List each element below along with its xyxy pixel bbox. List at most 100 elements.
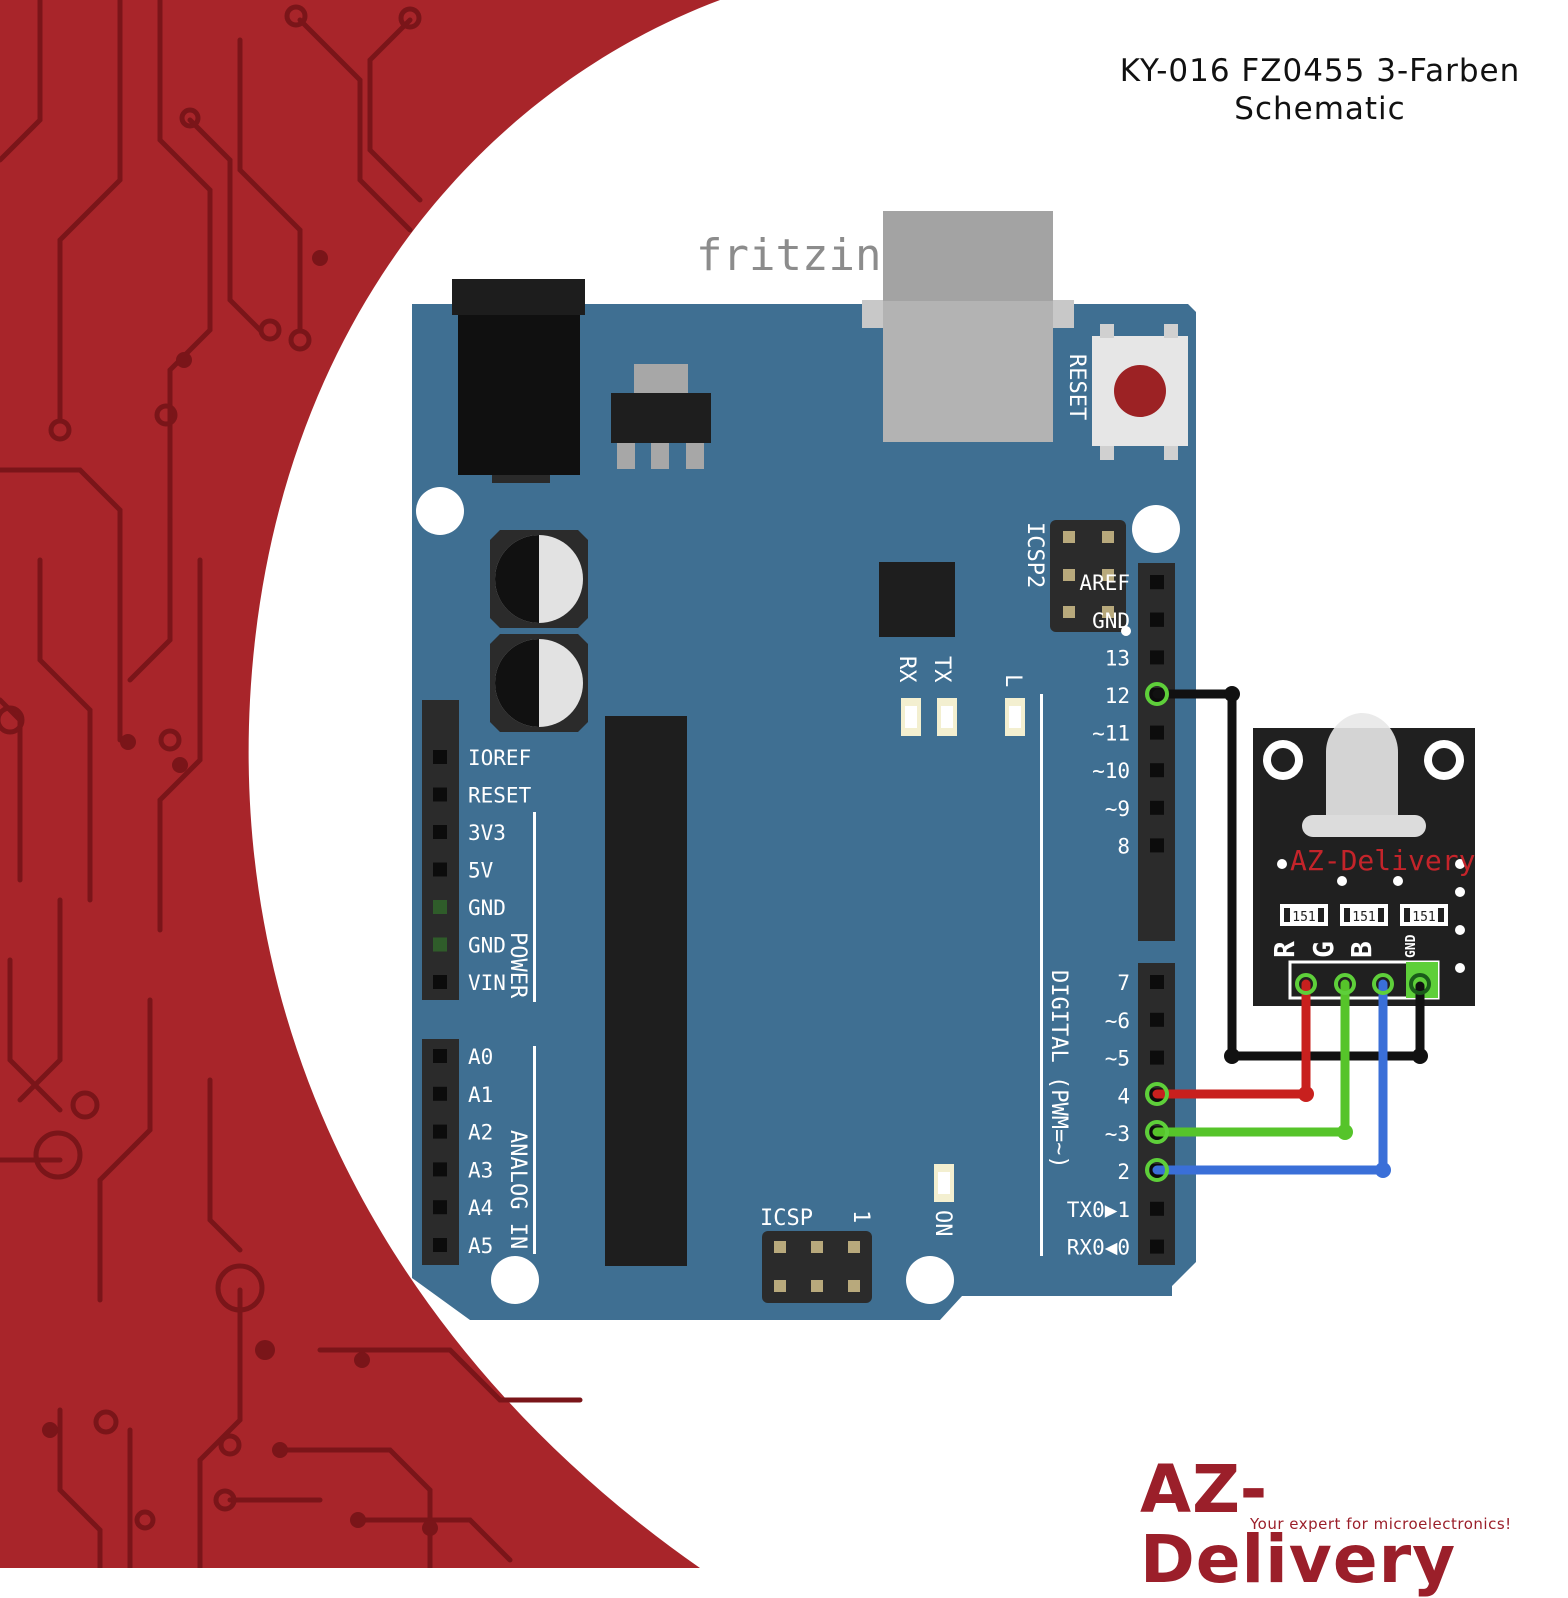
module-brand: AZ-Delivery xyxy=(1290,844,1475,877)
capacitor-2 xyxy=(490,634,588,732)
digital-pin-label: GND xyxy=(1092,609,1130,633)
digital-pin-label: RX0◀0 xyxy=(1067,1236,1130,1260)
analog-pin-socket xyxy=(433,1124,447,1139)
power-pin-label: GND xyxy=(468,896,506,920)
power-pin-socket xyxy=(433,750,447,764)
reset-label: RESET xyxy=(1064,354,1089,420)
analog-pin-label: A4 xyxy=(468,1196,493,1220)
digital-header-bottom xyxy=(1138,963,1175,1265)
l-led-label: L xyxy=(1000,674,1025,687)
digital-pin-socket xyxy=(1150,575,1164,589)
digital-pin-label: 4 xyxy=(1117,1084,1130,1108)
reset-button[interactable] xyxy=(1092,324,1188,460)
resistor-label: 151 xyxy=(1292,910,1315,925)
power-pin-socket xyxy=(433,900,447,914)
analog-pin-label: A3 xyxy=(468,1158,493,1182)
arduino-board: RESET ICSP2 RX TX L xyxy=(412,211,1196,1320)
analog-group-bar xyxy=(533,1046,536,1254)
digital-pin-socket xyxy=(1150,975,1164,989)
title-line-2: Schematic xyxy=(1234,91,1406,127)
on-led-label: ON xyxy=(930,1210,955,1237)
power-pin-socket xyxy=(433,825,447,839)
status-leds xyxy=(901,698,1025,1202)
digital-pin-label: 7 xyxy=(1117,971,1130,995)
mounting-hole xyxy=(491,1256,539,1304)
page-title: KY-016 FZ0455 3-Farben Schematic xyxy=(1090,52,1550,128)
power-group-bar xyxy=(533,812,536,1002)
usb-chip xyxy=(879,562,955,637)
tx-led-label: TX xyxy=(929,656,954,683)
circuit-pads xyxy=(0,4,422,1531)
digital-group-label: DIGITAL (PWM=~) xyxy=(1046,970,1071,1169)
power-pin-socket xyxy=(433,975,447,989)
analog-pin-socket xyxy=(433,1086,447,1101)
icsp-pin1-label: 1 xyxy=(848,1210,873,1223)
digital-pin-label: ~10 xyxy=(1092,759,1130,783)
analog-pin-label: A1 xyxy=(468,1083,493,1107)
module-pin-label: G xyxy=(1307,941,1340,958)
analog-pin-socket xyxy=(433,1049,447,1063)
analog-pin-socket xyxy=(433,1162,447,1177)
resistor-label: 151 xyxy=(1412,910,1435,925)
digital-pin-label: AREF xyxy=(1079,571,1130,595)
module-pin-label: B xyxy=(1345,941,1378,958)
red-background xyxy=(0,0,720,1568)
analog-header xyxy=(422,1039,459,1265)
digital-pin-socket xyxy=(1150,1012,1164,1027)
digital-pin-socket xyxy=(1150,1201,1164,1216)
digital-pin-socket xyxy=(1150,612,1164,627)
analog-pin-label: A5 xyxy=(468,1234,493,1258)
digital-pin-label: 13 xyxy=(1105,646,1130,670)
power-pin-label: GND xyxy=(468,934,506,958)
digital-pin-socket xyxy=(1150,650,1164,665)
digital-pin-socket xyxy=(1150,725,1164,740)
icsp2-label: ICSP2 xyxy=(1022,522,1047,588)
icsp-label: ICSP xyxy=(760,1206,813,1231)
digital-group-bar xyxy=(1040,694,1043,1256)
power-pin-label: 5V xyxy=(468,859,494,883)
dc-power-jack xyxy=(452,279,585,483)
power-pin-socket xyxy=(433,787,447,802)
icsp2-header xyxy=(1050,520,1131,636)
power-pin-label: IOREF xyxy=(468,746,531,770)
atmega-chip xyxy=(605,716,687,1266)
digital-pin-socket xyxy=(1150,800,1164,815)
digital-pin-label: 8 xyxy=(1117,834,1130,858)
capacitor-1 xyxy=(490,530,588,628)
digital-pin-label: 12 xyxy=(1105,684,1130,708)
digital-pin-label: ~6 xyxy=(1105,1009,1130,1033)
circuit-traces xyxy=(0,0,583,1568)
analog-pin-label: A2 xyxy=(468,1121,493,1145)
title-line-1: KY-016 FZ0455 3-Farben xyxy=(1119,53,1521,89)
module-pin-label: R xyxy=(1268,941,1301,958)
analog-pin-socket xyxy=(433,1238,447,1252)
power-group-label: POWER xyxy=(505,932,530,999)
mounting-hole xyxy=(416,487,464,535)
brand-tagline: Your expert for microelectronics! xyxy=(1250,1515,1512,1533)
rgb-led-module xyxy=(1253,713,1475,1006)
icsp-header xyxy=(762,1231,872,1303)
power-header xyxy=(422,700,459,1000)
power-pin-socket xyxy=(433,862,447,877)
analog-pin-label: A0 xyxy=(468,1045,493,1069)
module-resistor-labels: 151 151 151 xyxy=(1292,910,1435,925)
digital-pin-label: ~5 xyxy=(1105,1047,1130,1071)
power-pin-socket xyxy=(433,937,447,952)
power-pin-label: 3V3 xyxy=(468,821,506,845)
digital-pin-socket xyxy=(1150,838,1164,853)
wire-endpoints xyxy=(1145,682,1431,1182)
voltage-regulator xyxy=(611,364,711,469)
resistor-label: 151 xyxy=(1352,910,1375,925)
mounting-hole xyxy=(1132,505,1180,553)
power-pin-label: RESET xyxy=(468,784,532,808)
digital-pin-label: TX0▶1 xyxy=(1067,1198,1130,1222)
mounting-hole xyxy=(906,1256,954,1304)
digital-pin-socket xyxy=(1150,1239,1164,1254)
brand-logo: AZ-Delivery Your expert for microelectro… xyxy=(1140,1455,1550,1595)
